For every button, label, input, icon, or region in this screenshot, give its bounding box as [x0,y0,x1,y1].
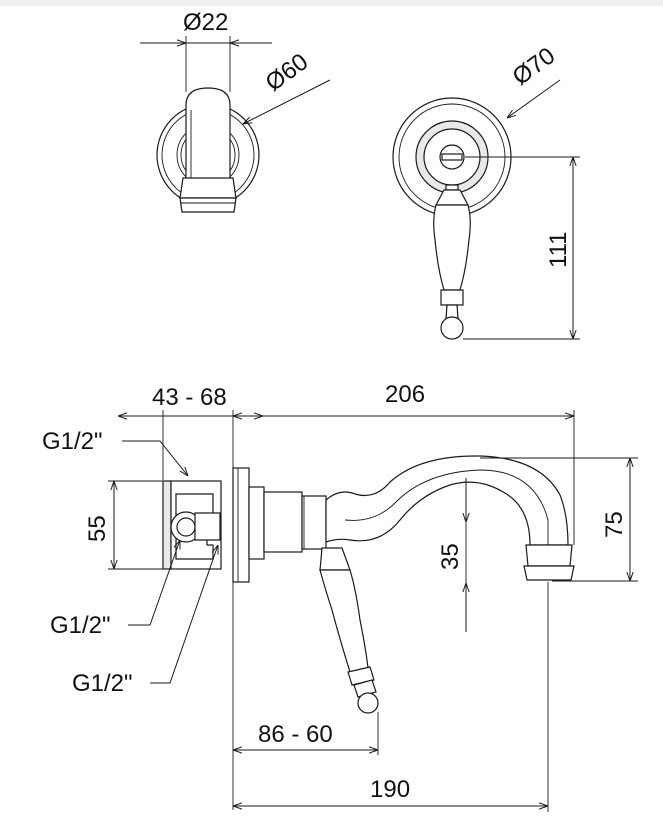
dim-206-label: 206 [385,381,425,408]
dim-43-68-label: 43 - 68 [152,384,227,411]
dim-d70-label: Ø70 [508,42,561,91]
g12-top-label: G1/2" [42,428,103,455]
spout-front-view [140,36,331,213]
dim-190-label: 190 [370,776,410,803]
dim-86-60-label: 86 - 60 [258,721,333,748]
g12-bot-label: G1/2" [72,670,133,697]
dim-111-label: 111 [545,232,572,268]
mixer-front-view [392,79,580,340]
g12-mid-label: G1/2" [50,612,111,639]
dim-d60-label: Ø60 [261,48,314,97]
dim-d22-label: Ø22 [183,9,228,36]
dim-75-label: 75 [601,511,628,538]
dim-55-label: 55 [84,515,111,542]
mixer-side-view [108,410,638,812]
dim-35-label: 35 [437,543,464,570]
top-strip [0,0,663,6]
